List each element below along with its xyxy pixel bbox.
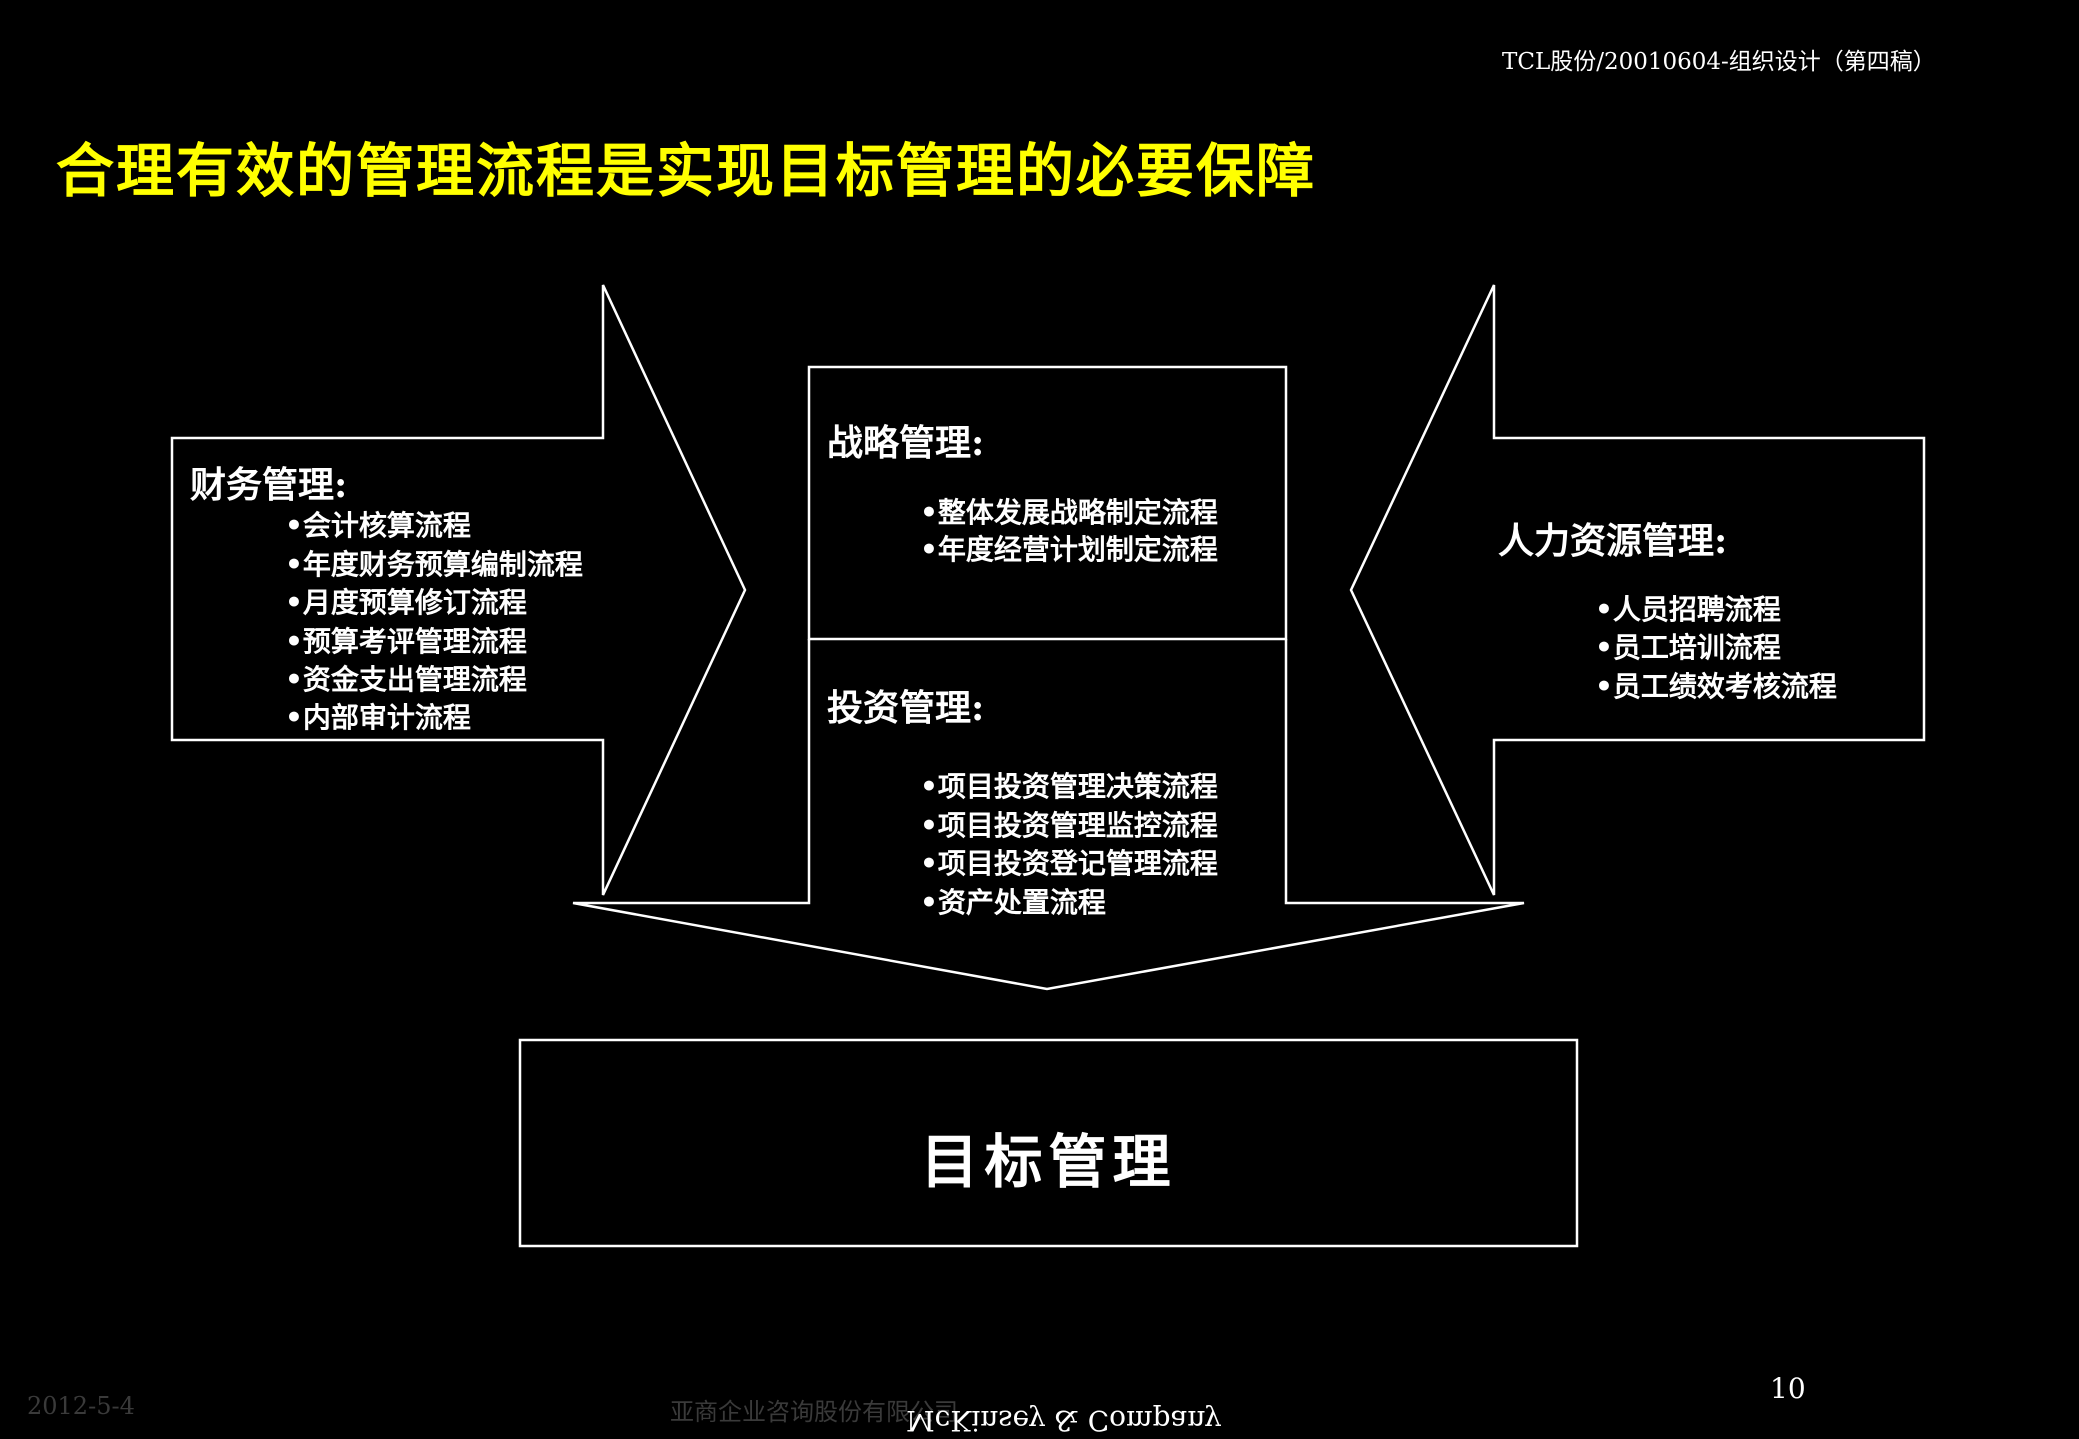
watermark-logo: McKinsey & Company [906,1404,1222,1437]
investment-down-arrow [572,639,1525,991]
investment-item: •资产处置流程 [920,886,1106,919]
finance-item: •会计核算流程 [285,509,471,542]
finance-heading: 财务管理: [190,464,348,506]
hr-item: •员工培训流程 [1595,631,1781,664]
investment-item: •项目投资管理监控流程 [920,809,1218,842]
strategy-item: •整体发展战略制定流程 [920,496,1218,529]
investment-item: •项目投资管理决策流程 [920,770,1218,803]
target-management-label: 目标管理 [920,1128,1177,1196]
footer-company: 亚商企业咨询股份有限公司 [670,1398,958,1426]
document-reference: TCL股份/20010604-组织设计（第四稿） [1502,49,1936,75]
finance-arrow [170,284,747,896]
hr-arrow [1349,284,1926,896]
strategy-heading: 战略管理: [827,422,985,464]
strategy-box [807,365,1288,641]
hr-item: •员工绩效考核流程 [1595,670,1837,703]
finance-item: •预算考评管理流程 [285,625,527,658]
finance-item: •内部审计流程 [285,701,471,734]
target-box [518,1038,1579,1248]
finance-item: •年度财务预算编制流程 [285,548,583,581]
investment-item: •项目投资登记管理流程 [920,847,1218,880]
footer-date: 2012-5-4 [27,1392,135,1420]
page-title: 合理有效的管理流程是实现目标管理的必要保障 [56,137,1317,205]
finance-item: •月度预算修订流程 [285,586,527,619]
hr-heading: 人力资源管理: [1498,520,1728,562]
investment-heading: 投资管理: [827,687,985,729]
page-number: 10 [1770,1372,1806,1405]
hr-item: •人员招聘流程 [1595,593,1781,626]
finance-item: •资金支出管理流程 [285,663,527,696]
strategy-item: •年度经营计划制定流程 [920,533,1218,566]
